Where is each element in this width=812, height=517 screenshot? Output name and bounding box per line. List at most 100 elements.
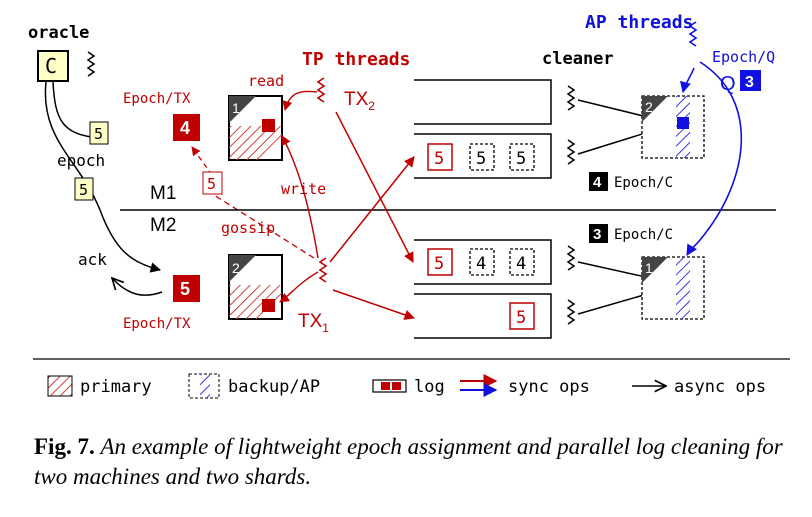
machine-m2-label: M2 xyxy=(150,215,176,236)
gossip-msg xyxy=(202,171,223,195)
legend-sync-label: sync ops xyxy=(508,377,590,397)
m2-queue-bottom-entries: 5 xyxy=(509,302,535,330)
legend-log-cell xyxy=(392,382,401,390)
figure-caption-text: An example of lightweight epoch assignme… xyxy=(34,434,783,489)
epoch-msg-m2-value: 5 xyxy=(79,181,88,199)
m2-primary-hatch xyxy=(229,285,282,319)
m2-queue-bottom xyxy=(414,293,552,339)
epoch-label: epoch xyxy=(57,151,105,170)
cleaner-thread-squiggle xyxy=(566,85,576,111)
m1-backup-shard-number: 2 xyxy=(645,99,653,115)
queue-entry xyxy=(469,248,495,276)
figure-number: Fig. 7. xyxy=(34,434,95,459)
m2-epoch-c-label: Epoch/C xyxy=(614,227,673,243)
queue-entry xyxy=(509,248,535,276)
queue-entry-value: 5 xyxy=(476,149,486,169)
m1-epoch-c-label: Epoch/C xyxy=(614,175,673,191)
m2-shard-corner xyxy=(229,255,256,282)
cleaner-thread-squiggle xyxy=(566,245,576,271)
tx1-thread-squiggle xyxy=(318,257,328,283)
queue-entry xyxy=(427,248,453,276)
epoch-msg-m2 xyxy=(74,177,94,201)
m1-primary-hatch xyxy=(229,126,282,160)
m1-epoch-tx-label: Epoch/TX xyxy=(123,91,191,107)
queue-entry-value: 5 xyxy=(516,149,526,169)
m2-backup-corner xyxy=(642,257,668,283)
legend-primary-swatch xyxy=(47,375,73,397)
oracle-label: oracle xyxy=(28,23,89,43)
cleaner-thread-squiggle xyxy=(566,139,576,165)
m1-shard-corner xyxy=(229,96,256,123)
q-label: Q xyxy=(720,73,736,95)
ack-arrow xyxy=(112,278,163,296)
tp-threads-label: TP threads xyxy=(302,49,410,70)
epoch-q-label: Epoch/Q xyxy=(712,48,775,66)
tx2-thread-squiggle xyxy=(316,77,326,103)
q-badge-value: 3 xyxy=(745,74,754,91)
cleaner-thread-squiggle xyxy=(566,299,576,325)
ap-to-m1-arrow xyxy=(680,67,695,94)
tx1-to-m2-queue-arrow xyxy=(332,289,415,320)
m1-backup-corner xyxy=(642,96,668,122)
legend-log-cell xyxy=(381,382,390,390)
oracle-to-m2-arrow xyxy=(44,81,162,273)
m2-queue-top-entries: 5 4 4 xyxy=(427,248,535,276)
m2-queue-top xyxy=(414,239,552,285)
m1-shard-number: 1 xyxy=(232,100,240,116)
legend-log-label: log xyxy=(414,377,445,397)
tx2-to-m2-queue-arrow xyxy=(335,111,414,263)
oracle-thread-squiggle xyxy=(86,51,96,77)
machine-m1-label: M1 xyxy=(150,183,176,204)
m1-tx-badge xyxy=(173,114,200,141)
ap-thread-squiggle xyxy=(688,21,698,47)
ap-to-m2-arrow xyxy=(686,61,743,256)
m2-tx-badge-value: 5 xyxy=(180,279,190,299)
m2-epoch-tx-label: Epoch/TX xyxy=(123,316,191,332)
m1-tx-badge-value: 4 xyxy=(180,118,190,138)
queue-entry-value: 5 xyxy=(516,308,526,328)
gossip-label: gossip xyxy=(221,219,275,237)
m2-log-entry xyxy=(262,299,275,312)
m1-backup-log-entry xyxy=(677,117,689,129)
read-arrow xyxy=(282,90,318,111)
write-arrow-m1 xyxy=(281,135,319,259)
q-badge xyxy=(740,70,761,91)
ack-label: ack xyxy=(78,250,107,269)
legend-primary-label: primary xyxy=(80,377,152,397)
epoch-diagram: oracle C 5 epoch 5 ack Epoch/TX 4 5 Epoc… xyxy=(28,12,790,399)
cleaner-label: cleaner xyxy=(542,49,614,69)
tx2-label: TX2 xyxy=(344,89,375,113)
tx1-to-m1-queue-arrow xyxy=(329,156,415,263)
m1-queue-top xyxy=(414,79,552,125)
m1-log-entry xyxy=(262,119,275,132)
gossip-m1-arrow xyxy=(191,146,213,176)
legend-backup-label: backup/AP xyxy=(228,377,320,397)
m2-epoch-c-badge-value: 3 xyxy=(593,226,601,243)
ap-threads-label: AP threads xyxy=(585,12,693,33)
queue-entry xyxy=(509,143,535,171)
m1-epoch-c-badge xyxy=(589,172,608,191)
epoch-msg-m1-value: 5 xyxy=(94,125,103,143)
queue-entry-value: 5 xyxy=(434,254,444,274)
queue-entry xyxy=(427,143,453,171)
queue-entry-value: 5 xyxy=(434,149,444,169)
legend-backup-hatch xyxy=(200,374,210,398)
queue-entry-value: 4 xyxy=(516,254,526,274)
write-arrow-m2 xyxy=(279,271,319,303)
oracle-box xyxy=(37,50,69,82)
oracle-box-label: C xyxy=(45,54,57,78)
legend-async-label: async ops xyxy=(674,377,766,397)
read-label: read xyxy=(248,72,284,90)
epoch-msg-m1 xyxy=(89,121,109,145)
m1-queue-bottom-entries: 5 5 5 xyxy=(427,143,535,171)
m2-backup-hatch xyxy=(676,257,690,319)
m2-backup-shard-number: 1 xyxy=(645,260,653,276)
m1-queue-bottom xyxy=(414,133,552,179)
m2-tx-badge xyxy=(173,275,200,302)
tx1-label: TX1 xyxy=(298,311,329,335)
queue-entry-value: 4 xyxy=(476,254,486,274)
m2-shard-number: 2 xyxy=(232,260,240,276)
m1-epoch-c-badge-value: 4 xyxy=(593,174,602,191)
queue-entry xyxy=(469,143,495,171)
m2-epoch-c-badge xyxy=(589,224,608,243)
